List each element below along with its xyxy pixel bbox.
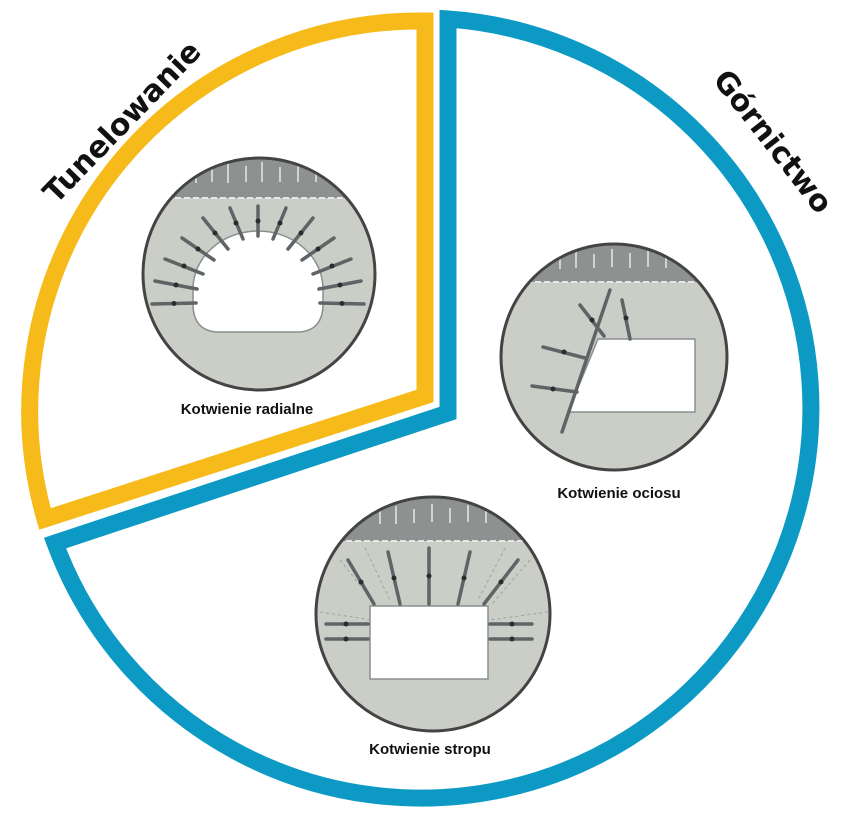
radial-anchoring-panel: Kotwienie radialne (141, 156, 377, 418)
mining-title: Górnictwo (706, 63, 840, 220)
rib-anchoring-caption: Kotwienie ociosu (557, 485, 680, 502)
rib-anchoring-panel: Kotwienie ociosu (499, 242, 729, 502)
mining-segment-ring (43, 9, 820, 807)
tunneling-segment-ring (21, 12, 434, 530)
roof-anchoring-caption: Kotwienie stropu (369, 741, 491, 758)
radial-anchoring-caption: Kotwienie radialne (181, 401, 314, 418)
roof-excavation (369, 605, 489, 680)
roof-anchoring-panel: Kotwienie stropu (314, 495, 552, 758)
tunnel-opening (192, 230, 324, 333)
tunneling-title: Tunelowanie (37, 34, 209, 210)
